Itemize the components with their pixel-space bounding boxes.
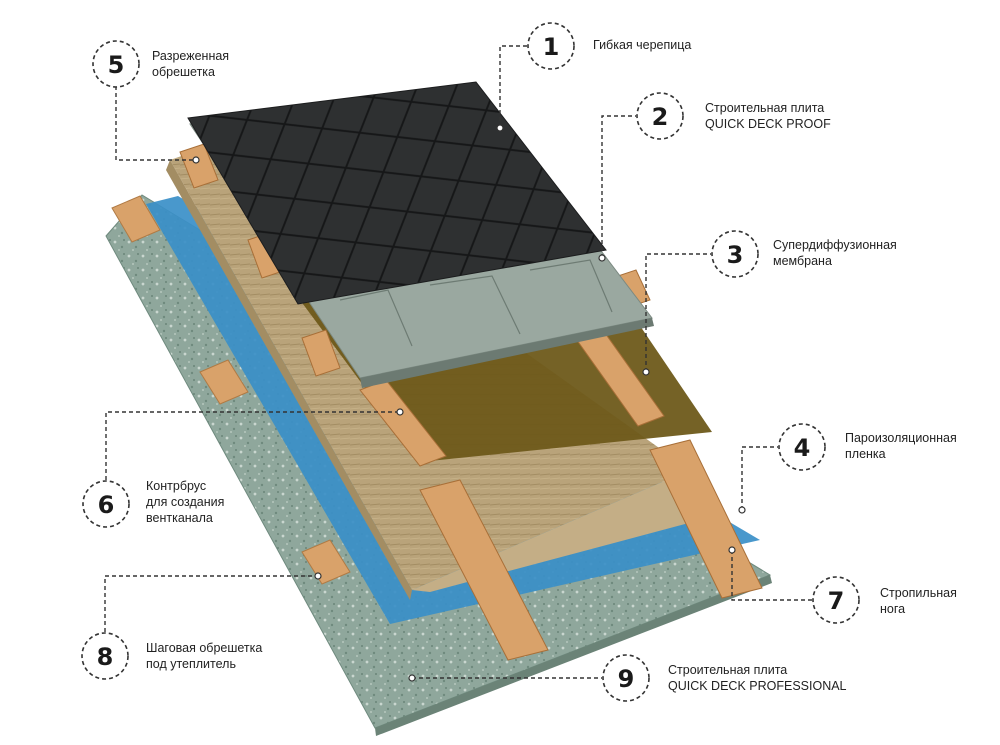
badge-number: 8	[97, 643, 114, 671]
badge-number: 7	[828, 587, 845, 615]
callout-line: мембрана	[773, 253, 897, 269]
callout-label-5: Разреженная обрешетка	[152, 48, 229, 80]
callout-line: обрешетка	[152, 64, 229, 80]
callout-label-2: Строительная плита QUICK DECK PROOF	[705, 100, 831, 132]
badge-2: 2	[637, 93, 683, 139]
badge-number: 5	[108, 51, 125, 79]
callout-line: нога	[880, 601, 957, 617]
callout-label-7: Стропильная нога	[880, 585, 957, 617]
badge-9: 9	[603, 655, 649, 701]
callout-line: QUICK DECK PROOF	[705, 116, 831, 132]
badge-number: 6	[98, 491, 115, 519]
badge-number: 2	[652, 103, 669, 131]
badge-6: 6	[83, 481, 129, 527]
badge-8: 8	[82, 633, 128, 679]
callout-line: Пароизоляционная	[845, 430, 957, 446]
callout-line: под утеплитель	[146, 656, 262, 672]
badge-4: 4	[779, 424, 825, 470]
callout-label-1: Гибкая черепица	[593, 37, 691, 53]
callout-line: Разреженная	[152, 48, 229, 64]
callout-label-9: Строительная плита QUICK DECK PROFESSION…	[668, 662, 847, 694]
badge-7: 7	[813, 577, 859, 623]
badge-5: 5	[93, 41, 139, 87]
badge-number: 3	[727, 241, 744, 269]
callout-label-8: Шаговая обрешетка под утеплитель	[146, 640, 262, 672]
callout-line: Строительная плита	[668, 662, 847, 678]
badge-number: 1	[543, 33, 560, 61]
callout-line: Строительная плита	[705, 100, 831, 116]
callout-line: для создания	[146, 494, 224, 510]
badge-number: 4	[794, 434, 811, 462]
callout-line: Гибкая черепица	[593, 37, 691, 53]
callout-line: Стропильная	[880, 585, 957, 601]
callout-line: Супердиффузионная	[773, 237, 897, 253]
badge-3: 3	[712, 231, 758, 277]
callout-label-6: Контрбрус для создания вентканала	[146, 478, 224, 526]
callout-line: QUICK DECK PROFESSIONAL	[668, 678, 847, 694]
badge-1: 1	[528, 23, 574, 69]
callout-line: пленка	[845, 446, 957, 462]
badge-number: 9	[618, 665, 635, 693]
callout-label-3: Супердиффузионная мембрана	[773, 237, 897, 269]
callout-line: Шаговая обрешетка	[146, 640, 262, 656]
callout-label-4: Пароизоляционная пленка	[845, 430, 957, 462]
callout-line: Контрбрус	[146, 478, 224, 494]
callout-line: вентканала	[146, 510, 224, 526]
